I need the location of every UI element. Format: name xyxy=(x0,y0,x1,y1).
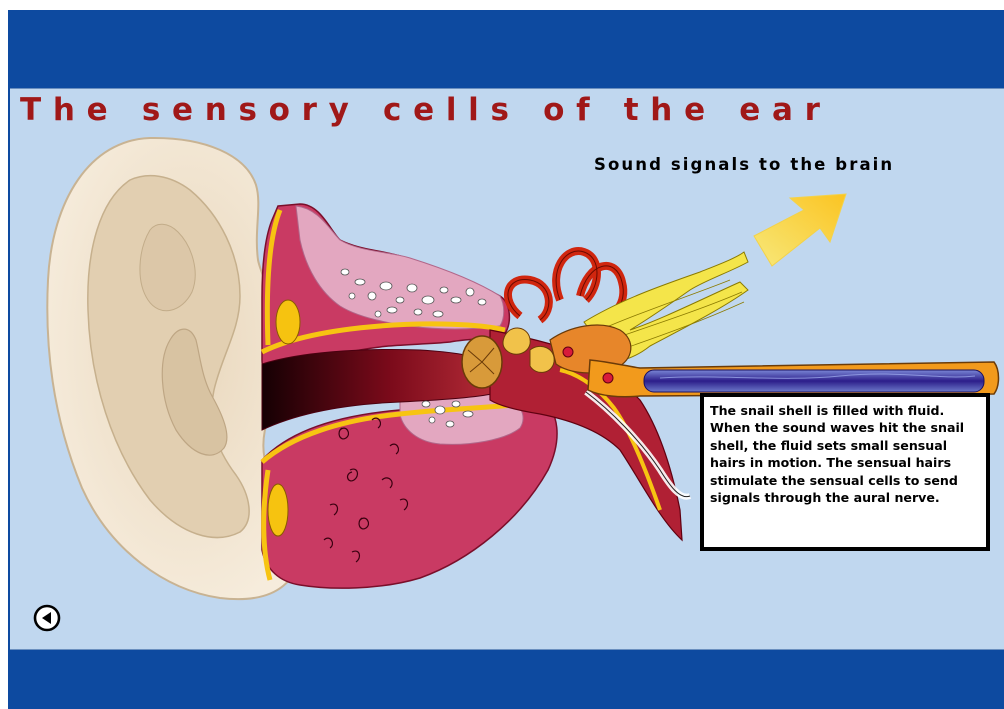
back-button[interactable] xyxy=(32,603,62,633)
info-text: The snail shell is filled with fluid. Wh… xyxy=(710,402,980,506)
back-arrow-icon xyxy=(32,603,62,633)
lower-tissue xyxy=(262,392,557,588)
page-title: The sensory cells of the ear xyxy=(20,88,832,132)
info-box: The snail shell is filled with fluid. Wh… xyxy=(700,393,990,551)
signal-arrow xyxy=(754,194,846,266)
arrow-caption: Sound signals to the brain xyxy=(594,152,894,178)
cochlea-tube xyxy=(588,360,999,397)
